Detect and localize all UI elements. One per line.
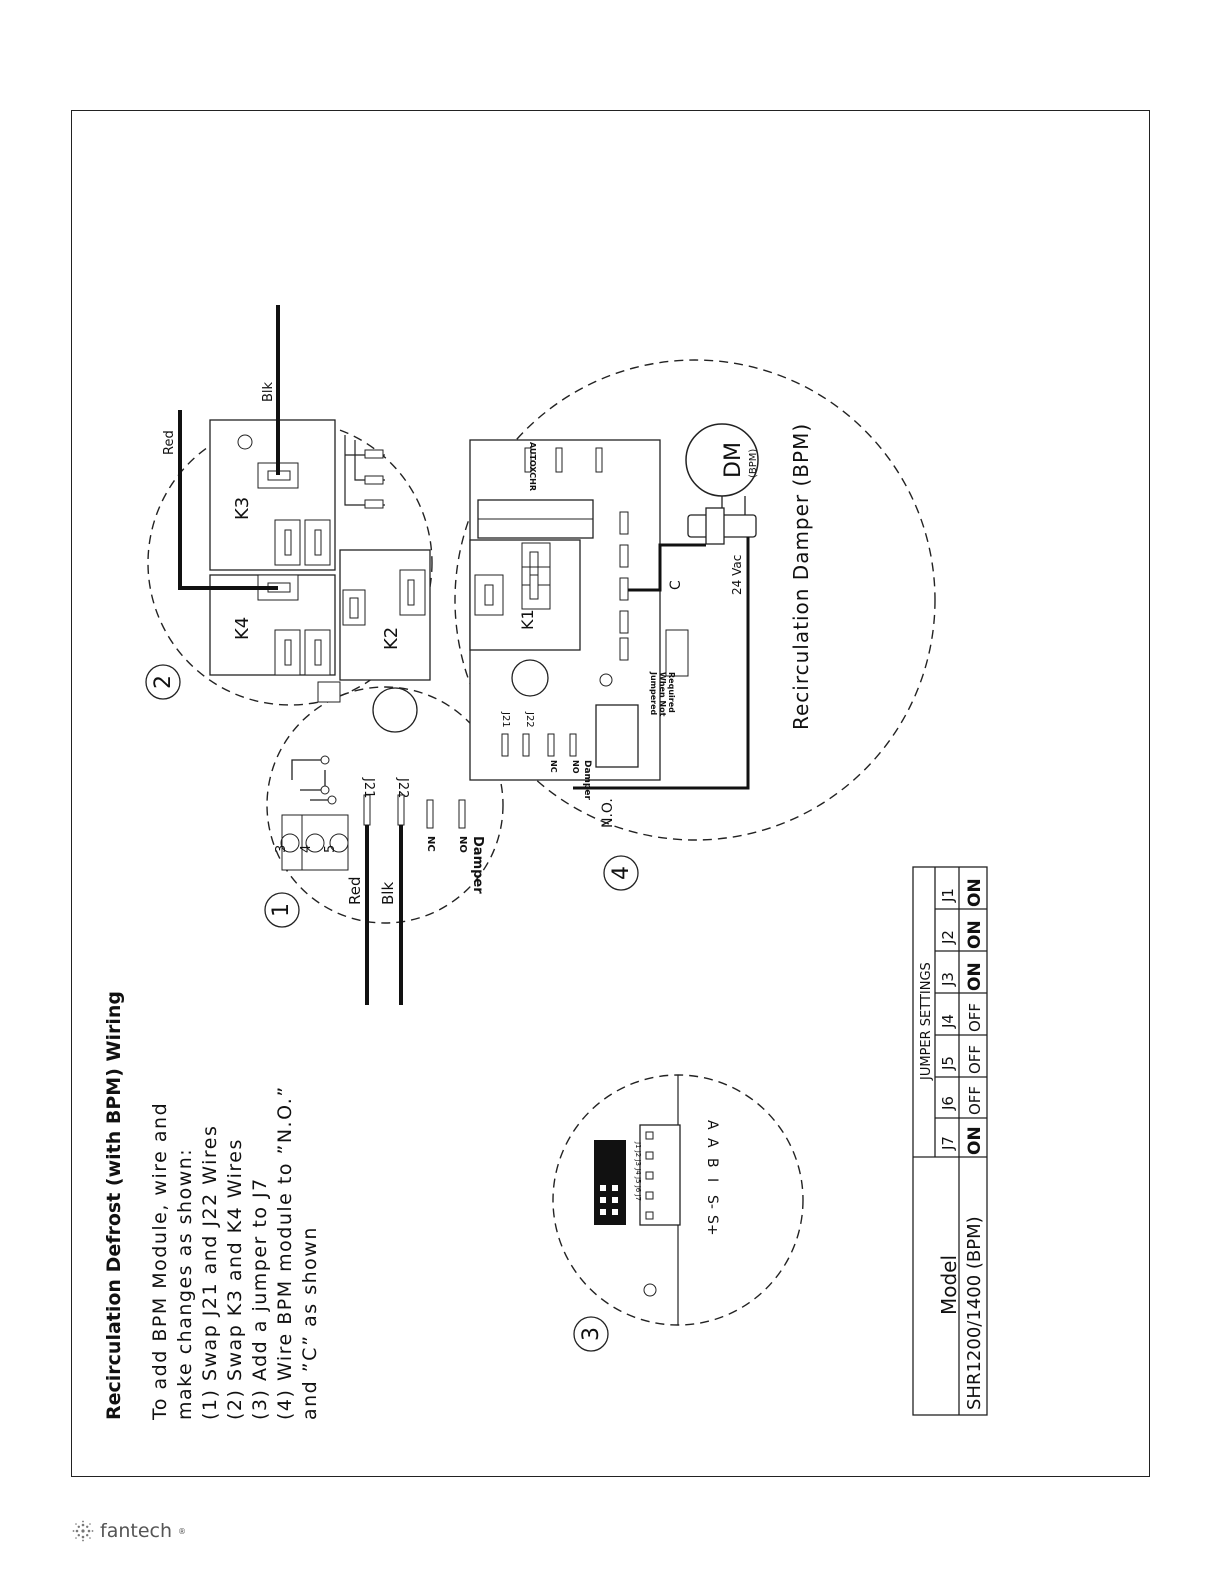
nc-label-small: NC	[549, 760, 558, 773]
motor-sublabel: (BPM)	[748, 449, 759, 478]
callout-3-number: 3	[579, 1327, 604, 1341]
table-col-j3: J3	[939, 972, 957, 987]
j22-label: J22	[395, 777, 410, 798]
brand-name: fantech	[100, 1520, 173, 1542]
jumpered-note-line: Jumpered	[649, 671, 658, 716]
table-cell-j1: ON	[965, 878, 985, 907]
autoxchr-label: AUTOXCHR	[528, 442, 537, 491]
motor-label: DM	[721, 442, 746, 478]
drawing-frame	[71, 110, 1150, 1477]
no-label: NO	[457, 836, 468, 853]
table-cell-j2: ON	[965, 920, 985, 949]
blk-wire-label: Blk	[379, 882, 397, 905]
terminal-4-label: 4	[299, 845, 314, 853]
detail-2: K3 K4 K2 Red Blk	[147, 305, 433, 706]
nc-label: NC	[425, 836, 436, 852]
damper-caption: Recirculation Damper (BPM)	[789, 423, 813, 730]
table-cell-j6: OFF	[966, 1086, 984, 1115]
table-col-j1: J1	[939, 888, 957, 903]
table-cell-j4: OFF	[966, 1003, 984, 1032]
j21-label-small: J21	[500, 711, 511, 728]
jumpered-note-line: Required	[667, 672, 676, 713]
table-col-j4: J4	[939, 1014, 957, 1029]
pin-i: I	[704, 1178, 720, 1182]
j21-label: J21	[361, 777, 376, 798]
callout-4	[603, 855, 639, 891]
j22-label-small: J22	[524, 711, 535, 728]
pin-s-plus: S+	[704, 1215, 720, 1236]
terminal-3-label: 3	[274, 845, 289, 853]
instruction-line: To add BPM Module, wire and	[149, 1102, 171, 1421]
fantech-logo-icon	[72, 1520, 94, 1542]
table-row-model: SHR1200/1400 (BPM)	[964, 1216, 985, 1410]
table-cell-j3: ON	[965, 962, 985, 991]
instruction-line: make changes as shown:	[174, 1148, 196, 1420]
detail-4-boundary	[454, 359, 936, 841]
pin-b: B	[704, 1158, 720, 1168]
jumper-settings-table	[912, 866, 988, 1416]
detail-3: J1 J2 J3 J4 J5 J6 J7 S+ S- I B A A	[552, 1074, 804, 1326]
table-col-j7: J7	[939, 1136, 957, 1151]
detail-1-boundary	[266, 686, 504, 924]
callout-1-number: 1	[269, 903, 294, 917]
c-terminal-label: C	[668, 580, 684, 590]
diagram-title: Recirculation Defrost (with BPM) Wiring	[103, 991, 125, 1420]
table-cell-j7: ON	[965, 1126, 985, 1155]
instruction-line: (2) Swap K3 and K4 Wires	[224, 1138, 246, 1420]
table-cell-j5: OFF	[966, 1045, 984, 1074]
damper-label-small: Damper	[582, 760, 592, 800]
blk-wire-label: Blk	[261, 381, 276, 402]
callout-2	[145, 664, 181, 700]
relay-k1-label: K1	[518, 609, 537, 630]
relay-k2-label: K2	[381, 627, 402, 650]
table-col-j2: J2	[939, 930, 957, 945]
no-terminal-label: N.O.	[600, 798, 616, 828]
instruction-line: (3) Add a jumper to J7	[249, 1177, 271, 1420]
brand-registered-mark: ®	[178, 1526, 187, 1536]
pin-a2: A	[704, 1120, 720, 1130]
brand-footer: fantech ®	[72, 1520, 186, 1542]
no-label-small: NO	[571, 760, 580, 774]
relay-k4-label: K4	[232, 617, 253, 640]
instruction-line: and ”C” as shown	[299, 1226, 321, 1420]
callout-2-number: 2	[151, 675, 176, 689]
jumper-index-labels: J1 J2 J3 J4 J5 J6 J7	[634, 1141, 642, 1201]
detail-1: 3 4 5 J21 J22 NC NO Damper Red Blk	[266, 686, 504, 1005]
instruction-line: (1) Swap J21 and J22 Wires	[199, 1125, 221, 1420]
instruction-line: (4) Wire BPM module to ”N.O.”	[274, 1085, 296, 1420]
callout-4-number: 4	[609, 866, 634, 880]
red-wire-label: Red	[162, 430, 177, 455]
callout-1	[264, 892, 300, 928]
damper-label: Damper	[470, 836, 485, 894]
detail-4: K1 AUTOXCHR Jumpered When Not Required J…	[372, 359, 936, 841]
table-col-j5: J5	[939, 1056, 957, 1071]
table-model-header: Model	[937, 1255, 961, 1315]
voltage-label: 24 Vac	[730, 555, 744, 595]
red-wire-label: Red	[346, 877, 364, 906]
pin-s-minus: S-	[704, 1195, 720, 1209]
table-group-header: JUMPER SETTINGS	[919, 962, 934, 1081]
pin-a: A	[704, 1138, 720, 1148]
jumpered-note-line: When Not	[658, 672, 667, 717]
terminal-5-label: 5	[323, 845, 338, 853]
table-col-j6: J6	[939, 1096, 957, 1111]
callout-3	[573, 1316, 609, 1352]
relay-k3-label: K3	[232, 497, 253, 520]
